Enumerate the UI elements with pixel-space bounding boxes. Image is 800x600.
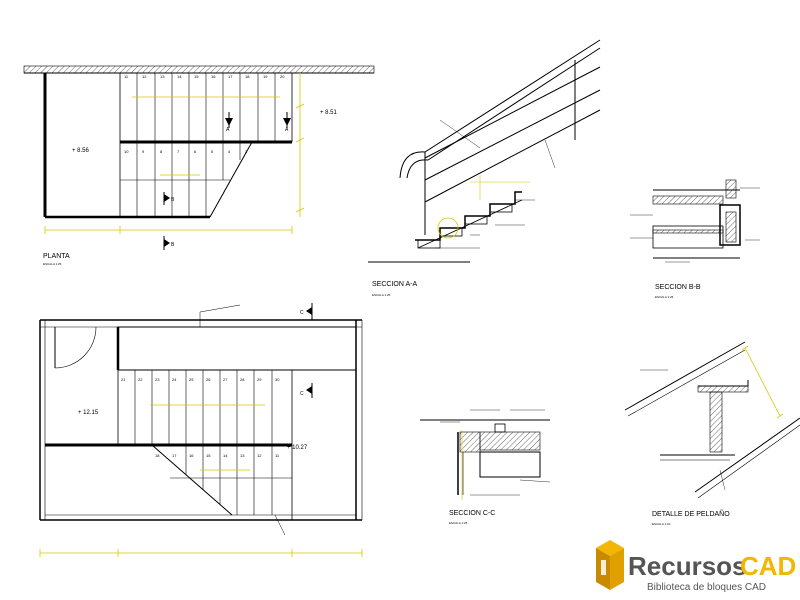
svg-text:A: A bbox=[285, 127, 289, 133]
section-mark-b: B B bbox=[163, 192, 175, 250]
level-left: + 12.15 bbox=[78, 410, 99, 416]
step-number: 8 bbox=[160, 149, 163, 154]
level-right: + 8.51 bbox=[320, 110, 338, 116]
step-number: 14 bbox=[223, 453, 228, 458]
step-number: 16 bbox=[211, 74, 216, 79]
step-number: 16 bbox=[189, 453, 194, 458]
step-number: 24 bbox=[172, 377, 177, 382]
step-number: 10 bbox=[124, 149, 129, 154]
step-number: 17 bbox=[228, 74, 233, 79]
step-number: 13 bbox=[160, 74, 165, 79]
svg-text:C: C bbox=[300, 310, 304, 316]
recursoscad-logo: Recursos CAD Biblioteca de bloques CAD bbox=[596, 540, 796, 593]
door bbox=[54, 326, 97, 369]
step-number: 18 bbox=[155, 453, 160, 458]
step-number: 29 bbox=[257, 377, 262, 382]
step-number: 28 bbox=[240, 377, 245, 382]
plan-top-dimensions bbox=[44, 73, 305, 234]
step-number: 13 bbox=[240, 453, 245, 458]
step-number: 15 bbox=[206, 453, 211, 458]
section-bb: SECCION B-B ESCALA 1:25 bbox=[630, 179, 760, 299]
plan-top-treads bbox=[120, 73, 276, 217]
step-number: 6 bbox=[194, 149, 197, 154]
step-number: 5 bbox=[211, 149, 214, 154]
section-cc-title: SECCION C-C bbox=[449, 510, 495, 517]
section-cc: SECCION C-C ESCALA 1:25 bbox=[420, 409, 551, 525]
step-number: 26 bbox=[206, 377, 211, 382]
section-mark-a: A A bbox=[225, 112, 291, 133]
svg-text:A: A bbox=[226, 127, 230, 133]
step-number: 30 bbox=[275, 377, 280, 382]
logo-brand-a: Recursos bbox=[628, 551, 747, 581]
step-number: 12 bbox=[142, 74, 147, 79]
plan-bottom-dimensions bbox=[39, 404, 363, 557]
step-number: 25 bbox=[189, 377, 194, 382]
logo-tagline: Biblioteca de bloques CAD bbox=[647, 582, 766, 593]
step-number: 14 bbox=[177, 74, 182, 79]
step-number: 19 bbox=[263, 74, 268, 79]
step-number: 15 bbox=[194, 74, 199, 79]
step-number: 4 bbox=[228, 149, 231, 154]
section-mark-c: C C bbox=[300, 303, 313, 398]
section-cc-scale: ESCALA 1:25 bbox=[449, 521, 468, 525]
step-number: 23 bbox=[155, 377, 160, 382]
step-number: 18 bbox=[245, 74, 250, 79]
step-number: 21 bbox=[121, 377, 126, 382]
plan-top-slab-hatch bbox=[23, 65, 375, 74]
section-bb-scale: ESCALA 1:25 bbox=[655, 295, 674, 299]
plan-top: 11 12 13 14 15 16 17 18 19 20 10 9 8 7 6… bbox=[23, 65, 375, 266]
step-number: 17 bbox=[172, 453, 177, 458]
section-aa-title: SECCION A-A bbox=[372, 281, 417, 288]
plan-scale: ESCALA 1:25 bbox=[43, 262, 62, 266]
svg-text:C: C bbox=[300, 391, 304, 397]
section-bb-title: SECCION B-B bbox=[655, 284, 701, 291]
step-number: 27 bbox=[223, 377, 228, 382]
step-number: 7 bbox=[177, 149, 180, 154]
detail-scale: ESCALA 1:10 bbox=[652, 522, 671, 526]
step-number: 12 bbox=[257, 453, 262, 458]
svg-text:B: B bbox=[171, 242, 175, 248]
plan-title: PLANTA bbox=[43, 253, 70, 260]
step-number: 20 bbox=[280, 74, 285, 79]
level-left: + 8.56 bbox=[72, 148, 90, 154]
step-number: 22 bbox=[138, 377, 143, 382]
section-aa: SECCION A-A ESCALA 1:25 bbox=[368, 39, 601, 297]
plan-bottom: 21 22 23 24 25 26 27 28 29 30 18 17 16 1… bbox=[39, 303, 363, 557]
cube-logo-icon bbox=[596, 540, 624, 590]
step-number: 9 bbox=[142, 149, 145, 154]
section-aa-scale: ESCALA 1:25 bbox=[372, 293, 391, 297]
detail-title: DETALLE DE PELDAÑO bbox=[652, 509, 730, 518]
peldano-detail: DETALLE DE PELDAÑO ESCALA 1:10 bbox=[624, 341, 800, 526]
svg-text:B: B bbox=[171, 197, 175, 203]
logo-brand-b: CAD bbox=[740, 551, 796, 581]
level-right: + 10.27 bbox=[287, 445, 308, 451]
plan-bottom-treads bbox=[134, 370, 292, 515]
step-number: 11 bbox=[275, 453, 280, 458]
step-number: 3 bbox=[245, 149, 248, 154]
step-number: 11 bbox=[124, 74, 129, 79]
